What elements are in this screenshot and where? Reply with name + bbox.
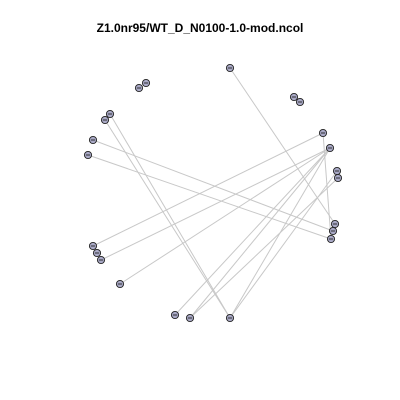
graph-node (328, 226, 338, 236)
graph-edge (92, 132, 324, 247)
graph-edge (174, 147, 331, 316)
graph-edge (119, 147, 331, 285)
graph-node (325, 143, 335, 153)
graph-node (141, 78, 151, 88)
graph-node (225, 63, 235, 73)
nodes-layer (83, 63, 343, 323)
graph-node (88, 135, 98, 145)
graph-edge (189, 147, 331, 319)
graph-node (92, 248, 102, 258)
graph-node (83, 150, 93, 160)
graph-node (333, 173, 343, 183)
graph-edge (87, 154, 332, 240)
graph-node (318, 128, 328, 138)
graph-node (115, 279, 125, 289)
graph-edge (92, 139, 334, 232)
graph-node (326, 234, 336, 244)
graph-edge (100, 147, 331, 261)
graph-node (105, 109, 115, 119)
graph-node (185, 313, 195, 323)
graph-node (170, 310, 180, 320)
graph-node (100, 115, 110, 125)
graph-node (96, 255, 106, 265)
graph-edge (322, 132, 332, 240)
graph-edge (189, 177, 339, 319)
graph-edge (109, 113, 231, 319)
edges-layer (87, 67, 339, 319)
graph-node (332, 166, 342, 176)
graph-node (134, 83, 144, 93)
graph-node (225, 313, 235, 323)
graph-edge (104, 119, 231, 319)
graph-node (88, 241, 98, 251)
graph-title: Z1.0nr95/WT_D_N0100-1.0-mod.ncol (97, 21, 304, 35)
graph-node (289, 92, 299, 102)
graph-node (330, 219, 340, 229)
graph-node (295, 97, 305, 107)
